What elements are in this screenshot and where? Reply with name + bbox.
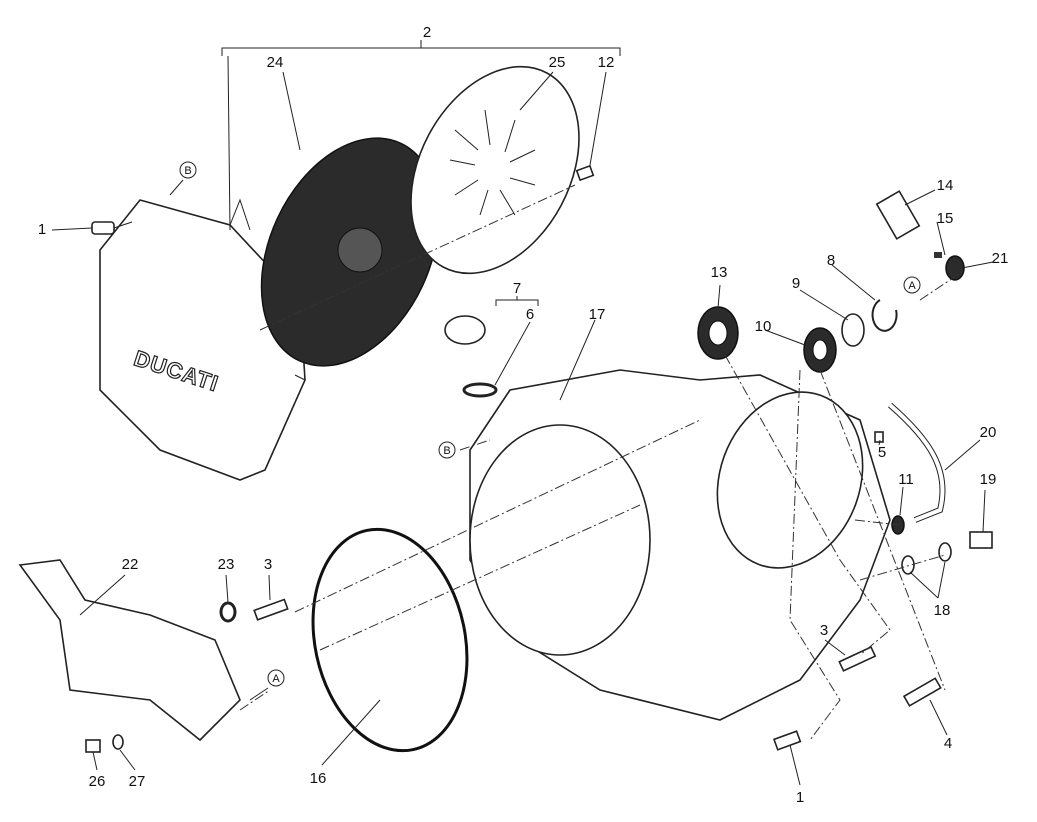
callout-11: 11: [898, 471, 914, 488]
housing-opening: [469, 424, 651, 656]
circlip-8: [871, 299, 898, 332]
subgroup-bracket: [495, 296, 539, 306]
screw-1-top: [91, 221, 115, 235]
callout-20: 20: [980, 424, 997, 441]
reference-mark-b-2: B: [438, 441, 456, 459]
callout-19: 19: [980, 471, 997, 488]
svg-text:B: B: [184, 165, 191, 177]
callout-4: 4: [944, 735, 952, 752]
callout-25: 25: [549, 54, 566, 71]
reference-mark-b-1: B: [169, 161, 197, 196]
oil-pipe-20-inner: [888, 403, 945, 522]
screw-1-shaft: [113, 221, 133, 229]
gasket-16: [311, 527, 469, 753]
callout-13: 13: [711, 264, 728, 281]
cover-lugs: [229, 198, 306, 381]
damper-hub: [337, 227, 383, 273]
svg-text:A: A: [908, 280, 916, 292]
callout-23: 23: [218, 556, 235, 573]
disc-slots: [449, 109, 536, 216]
seal-10-bore: [812, 339, 828, 361]
callout-1-top: 1: [38, 221, 46, 238]
washer-18b: [938, 542, 952, 562]
vented-cover-disc: [410, 65, 580, 275]
callout-leaders: [51, 55, 994, 786]
callout-17: 17: [589, 306, 606, 323]
callout-7: 7: [513, 280, 521, 297]
screw-1-bottom: [772, 730, 802, 751]
callout-27: 27: [129, 773, 146, 790]
callout-1-bottom: 1: [796, 789, 804, 806]
washer-15: [934, 252, 942, 258]
callout-18: 18: [934, 602, 951, 619]
callout-16: 16: [310, 770, 327, 787]
housing-boss: [716, 391, 864, 569]
callout-5: 5: [878, 444, 886, 461]
washer-18a: [901, 555, 915, 575]
callout-21: 21: [992, 250, 1009, 267]
oil-pipe-20: [888, 402, 946, 523]
washer-23: [219, 601, 237, 623]
reference-mark-a-2: A: [249, 669, 285, 701]
svg-text:A: A: [272, 673, 280, 685]
reference-mark-a-1: A: [903, 276, 921, 294]
sensor-14: [875, 190, 921, 240]
assembly-axis-lines: [239, 184, 966, 741]
bracket-22: [18, 559, 241, 742]
callout-6: 6: [526, 306, 534, 323]
callout-8: 8: [827, 252, 835, 269]
screw-12: [575, 164, 595, 182]
callout-3-left: 3: [264, 556, 272, 573]
screw-3-left: [253, 598, 289, 621]
oil-filler-cap: [444, 315, 486, 345]
screw-4: [902, 677, 942, 707]
callout-3-right: 3: [820, 622, 828, 639]
o-ring-6: [462, 382, 498, 398]
group-bracket: [221, 40, 621, 56]
callout-24: 24: [267, 54, 284, 71]
nut-26: [85, 739, 101, 753]
washer-9: [841, 313, 865, 347]
callout-2: 2: [423, 24, 431, 41]
callout-15: 15: [937, 210, 954, 227]
callout-14: 14: [937, 177, 954, 194]
washer-27: [112, 734, 124, 750]
callout-10: 10: [755, 318, 772, 335]
callout-12: 12: [598, 54, 615, 71]
callout-26: 26: [89, 773, 106, 790]
oil-seal-13-bore: [708, 320, 728, 346]
screw-3-right: [838, 645, 877, 672]
dowel-5: [874, 431, 884, 443]
clutch-cover: [99, 199, 306, 481]
callout-22: 22: [122, 556, 139, 573]
banjo-bolt-19: [969, 531, 993, 549]
callout-9: 9: [792, 275, 800, 292]
svg-text:B: B: [443, 445, 450, 457]
